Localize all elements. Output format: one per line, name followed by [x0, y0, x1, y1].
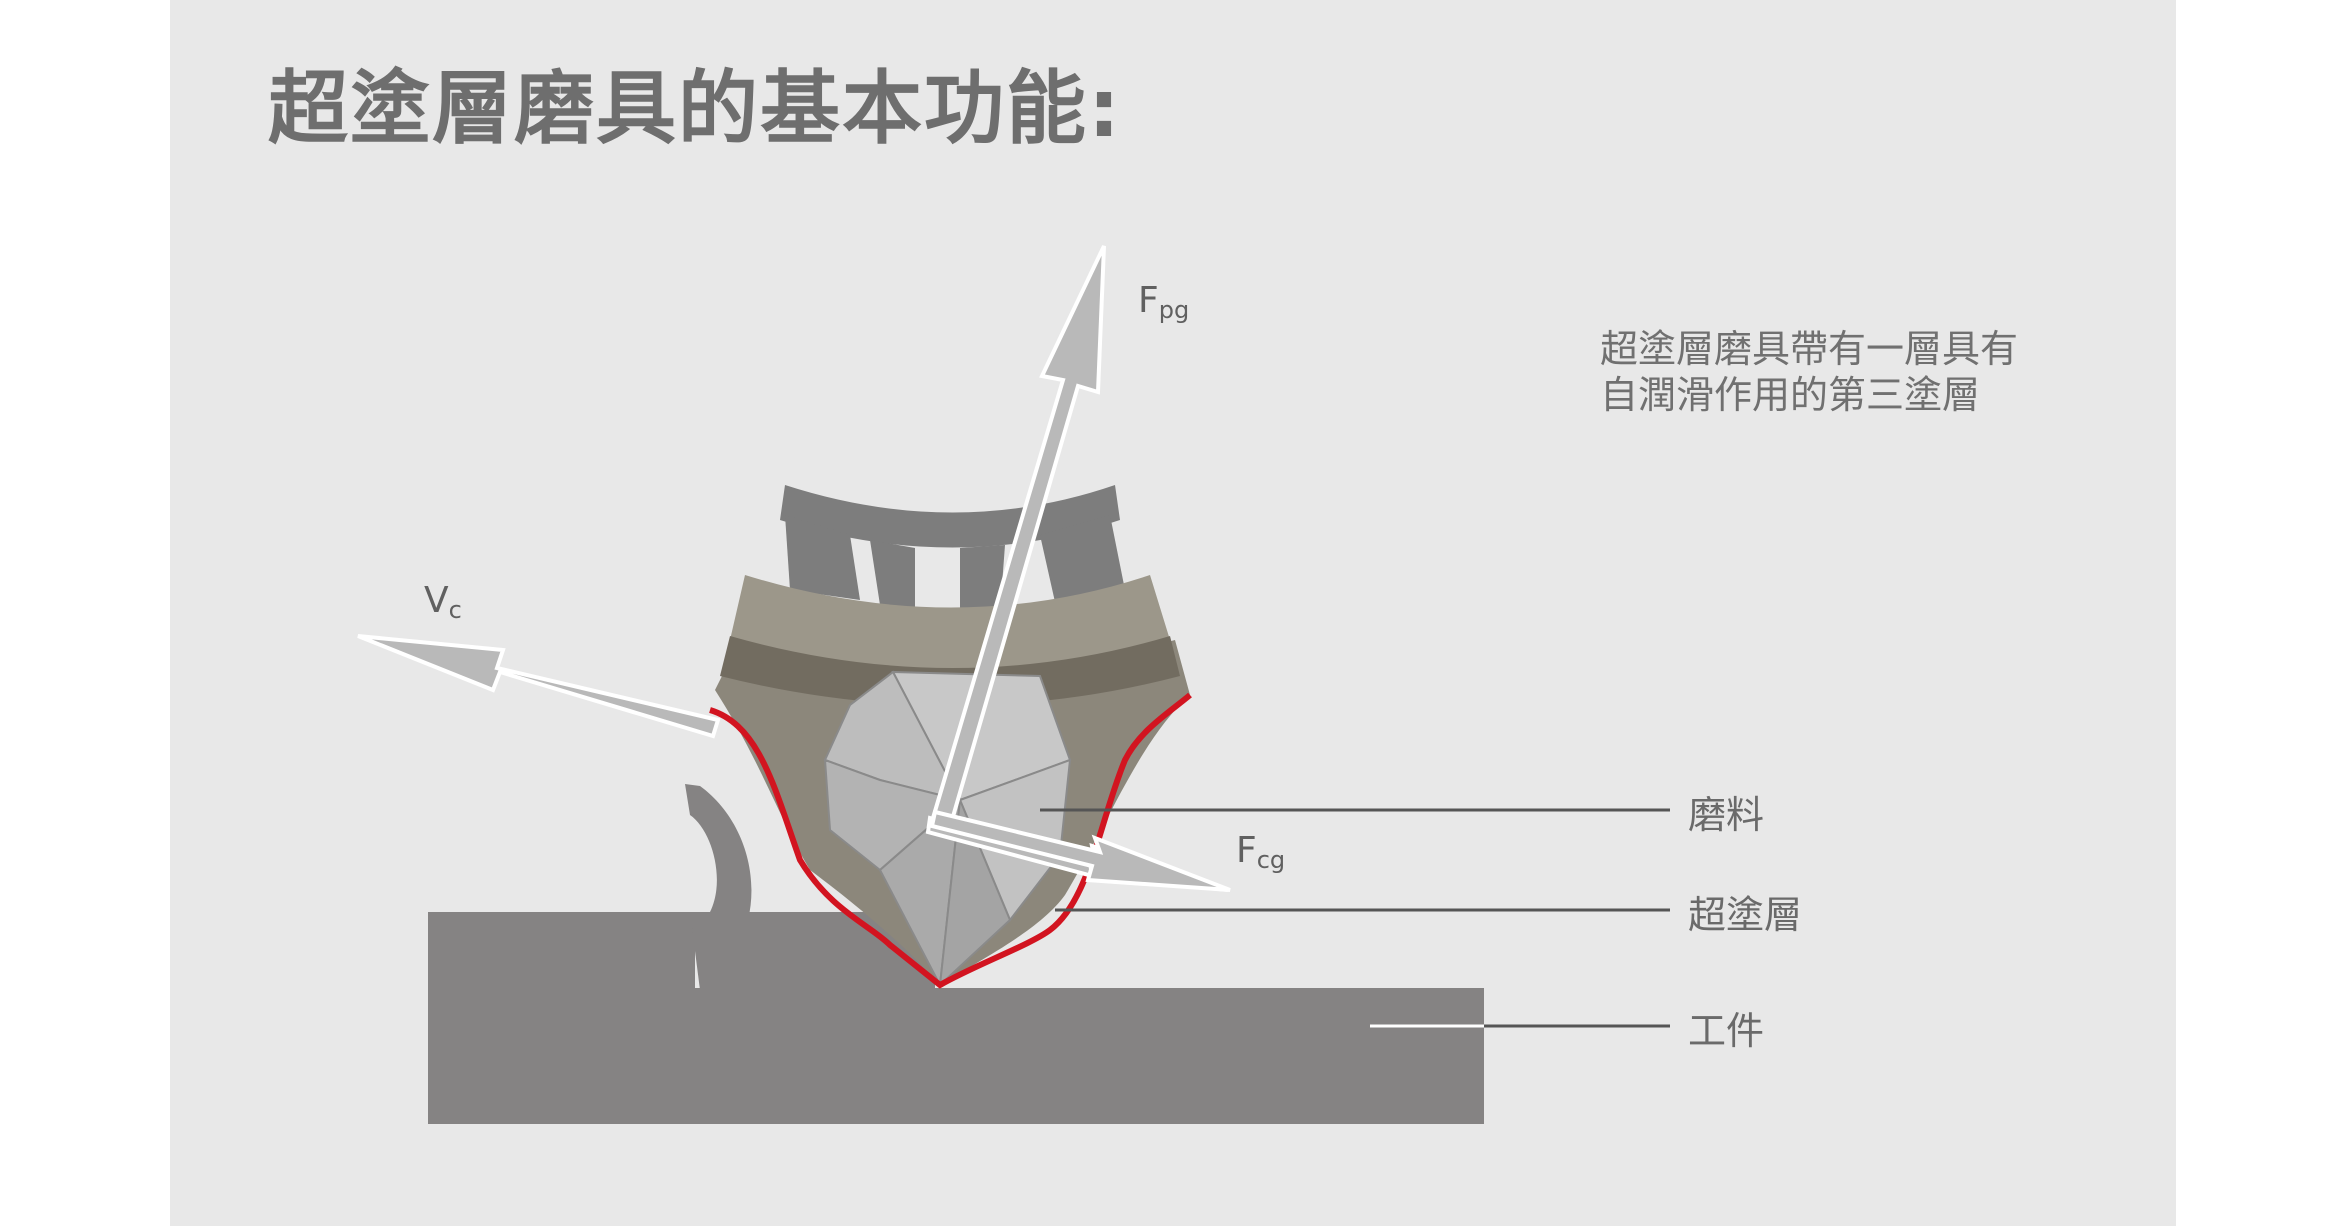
chip — [685, 784, 752, 931]
vc-arrow — [357, 634, 721, 739]
coating-line — [709, 692, 1192, 989]
bond-post-left — [785, 515, 860, 600]
bond-band-dark — [720, 636, 1180, 706]
fpg-label: Fpg — [1138, 280, 1189, 324]
fpg-arrow — [930, 245, 1106, 823]
coating-label: 超塗層 — [1688, 893, 1803, 937]
vc-label-main: V — [424, 580, 449, 621]
abrasive-grain — [823, 670, 1072, 989]
vc-label-sub: c — [448, 596, 462, 624]
abrasive-label: 磨料 — [1688, 793, 1765, 837]
bond-post-mid-left — [870, 540, 915, 610]
workpiece-block — [428, 912, 1484, 1124]
fpg-label-sub: pg — [1158, 296, 1190, 324]
fcg-arrow-body — [929, 809, 1231, 892]
bond-post-mid-right — [960, 545, 1005, 612]
coating-note: 超塗層磨具帶有一層具有自潤滑作用的第三塗層 — [1600, 327, 2019, 417]
fcg-label: Fcg — [1236, 830, 1285, 874]
fcg-label-main: F — [1236, 830, 1257, 871]
vc-label: Vc — [424, 580, 462, 624]
page-title: 超塗層磨具的基本功能: — [268, 62, 1122, 155]
fpg-label-main: F — [1138, 280, 1159, 321]
bond-post-right — [1040, 515, 1125, 602]
bond-band-light — [730, 575, 1170, 673]
workpiece-label: 工件 — [1688, 1009, 1765, 1053]
fcg-label-sub: cg — [1256, 846, 1286, 874]
